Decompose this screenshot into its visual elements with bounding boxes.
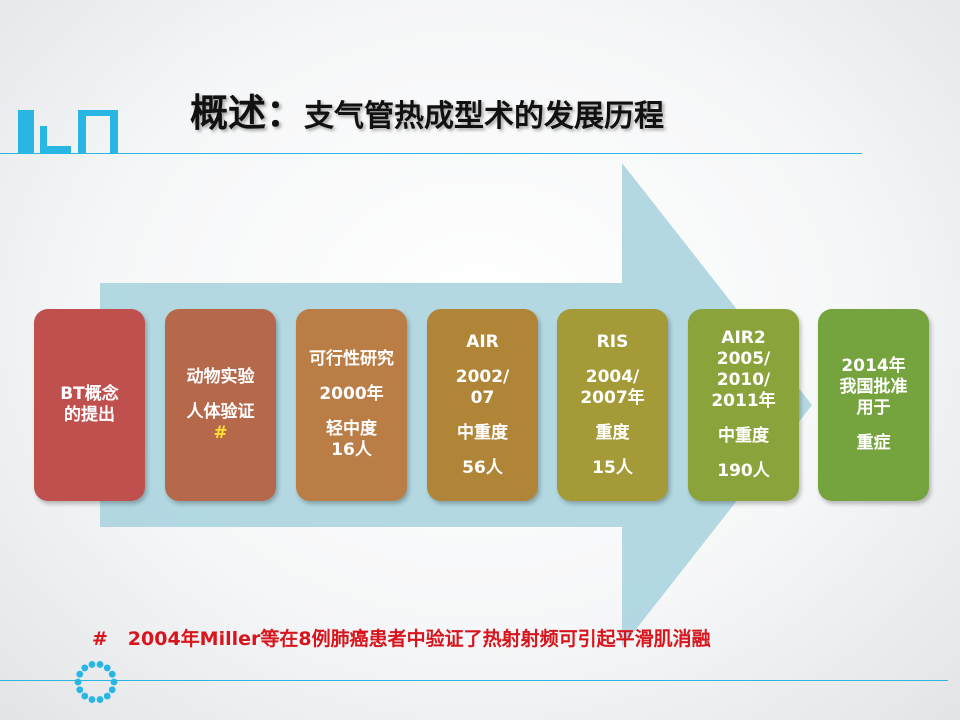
- footnote-mark: #: [92, 628, 108, 650]
- timeline-box-4-line: 07: [470, 387, 495, 408]
- timeline-box-7-line: 我国批准: [839, 377, 908, 397]
- bottom-rule: [0, 680, 948, 681]
- circle-dot: [103, 692, 111, 700]
- timeline-box-4-line: 中重度: [457, 422, 508, 443]
- timeline-box-7-line: 重症: [856, 433, 891, 453]
- decor-bar-4: [78, 110, 86, 154]
- timeline-box-2-line: 人体验证: [186, 401, 255, 422]
- timeline-box-4-line: 2002/: [455, 366, 510, 387]
- timeline-box-3-line: 轻中度: [326, 419, 377, 439]
- timeline-box-7: 2014年我国批准用于重症: [818, 309, 929, 501]
- timeline-box-3-line: 可行性研究: [309, 349, 394, 369]
- footnote-text: 2004年Miller等在8例肺癌患者中验证了热射射频可引起平滑肌消融: [127, 628, 711, 650]
- circle-dot: [76, 686, 84, 694]
- dotted-circle-icon: [74, 661, 118, 703]
- slide-title: 概述：支气管热成型术的发展历程: [190, 82, 890, 137]
- title-underline: [0, 153, 862, 154]
- timeline-box-7-line: 用于: [856, 398, 891, 418]
- timeline-box-6-line: 2010/: [716, 370, 771, 390]
- timeline-box-2-line: 动物实验: [186, 366, 255, 387]
- timeline-box-4: AIR 2002/07 中重度 56人: [427, 309, 538, 501]
- decor-bar-2: [40, 126, 47, 154]
- timeline-box-5-line: 15人: [592, 457, 633, 478]
- timeline-box-6-line: 2011年: [711, 391, 776, 411]
- circle-dot: [81, 664, 89, 672]
- timeline-box-3-line: 16人: [331, 440, 372, 460]
- circle-dot: [108, 670, 116, 678]
- timeline-box-6-line: 中重度: [718, 426, 769, 446]
- timeline-box-2: 动物实验人体验证#: [165, 309, 276, 501]
- circle-dot: [81, 692, 89, 700]
- title-sub: 支气管热成型术的发展历程: [304, 99, 665, 134]
- circle-dot: [108, 686, 116, 694]
- circle-dot: [96, 696, 104, 703]
- timeline-box-3-line: 2000年: [319, 384, 384, 404]
- timeline-box-5-line: 重度: [595, 422, 630, 443]
- timeline-box-2-mark: #: [213, 422, 228, 443]
- timeline-box-1: BT概念的提出: [34, 309, 145, 501]
- timeline-box-4-line: AIR: [466, 331, 499, 352]
- circle-dot: [88, 696, 96, 703]
- decor-bar-1: [18, 110, 34, 154]
- timeline-box-1-line: 的提出: [64, 405, 115, 425]
- timeline-box-6-line: AIR2: [721, 328, 766, 348]
- decor-bar-6: [110, 110, 118, 154]
- timeline-box-5: RIS 2004/2007年重度 15人: [557, 309, 668, 501]
- timeline-box-7-line: 2014年: [841, 356, 906, 376]
- circle-dot: [96, 661, 104, 668]
- timeline-box-6-line: 190人: [717, 461, 770, 481]
- timeline-box-4-line: 56人: [462, 457, 503, 478]
- timeline-box-6-line: 2005/: [716, 349, 771, 369]
- decor-bar-3: [47, 146, 71, 154]
- circle-dot: [76, 670, 84, 678]
- title-main: 概述：: [190, 91, 305, 135]
- timeline-box-5-line: RIS: [596, 331, 629, 352]
- circle-dot: [88, 661, 96, 668]
- timeline-box-5-line: 2004/: [585, 366, 640, 387]
- timeline-box-5-line: 2007年: [580, 387, 645, 408]
- decor-bar-5: [86, 110, 110, 116]
- footnote: # 2004年Miller等在8例肺癌患者中验证了热射射频可引起平滑肌消融: [92, 624, 932, 651]
- circle-dot: [103, 664, 111, 672]
- timeline-box-1-line: BT概念: [60, 384, 119, 404]
